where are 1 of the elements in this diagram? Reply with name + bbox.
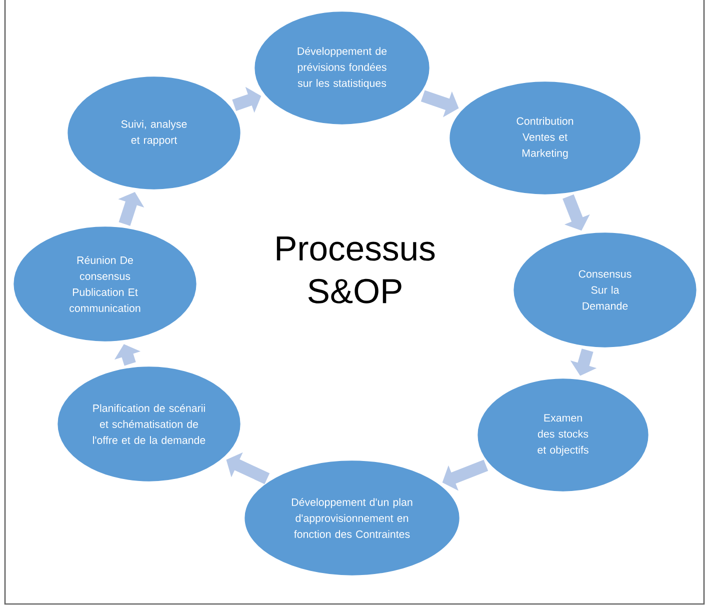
title: Processus S&OP bbox=[276, 236, 435, 304]
